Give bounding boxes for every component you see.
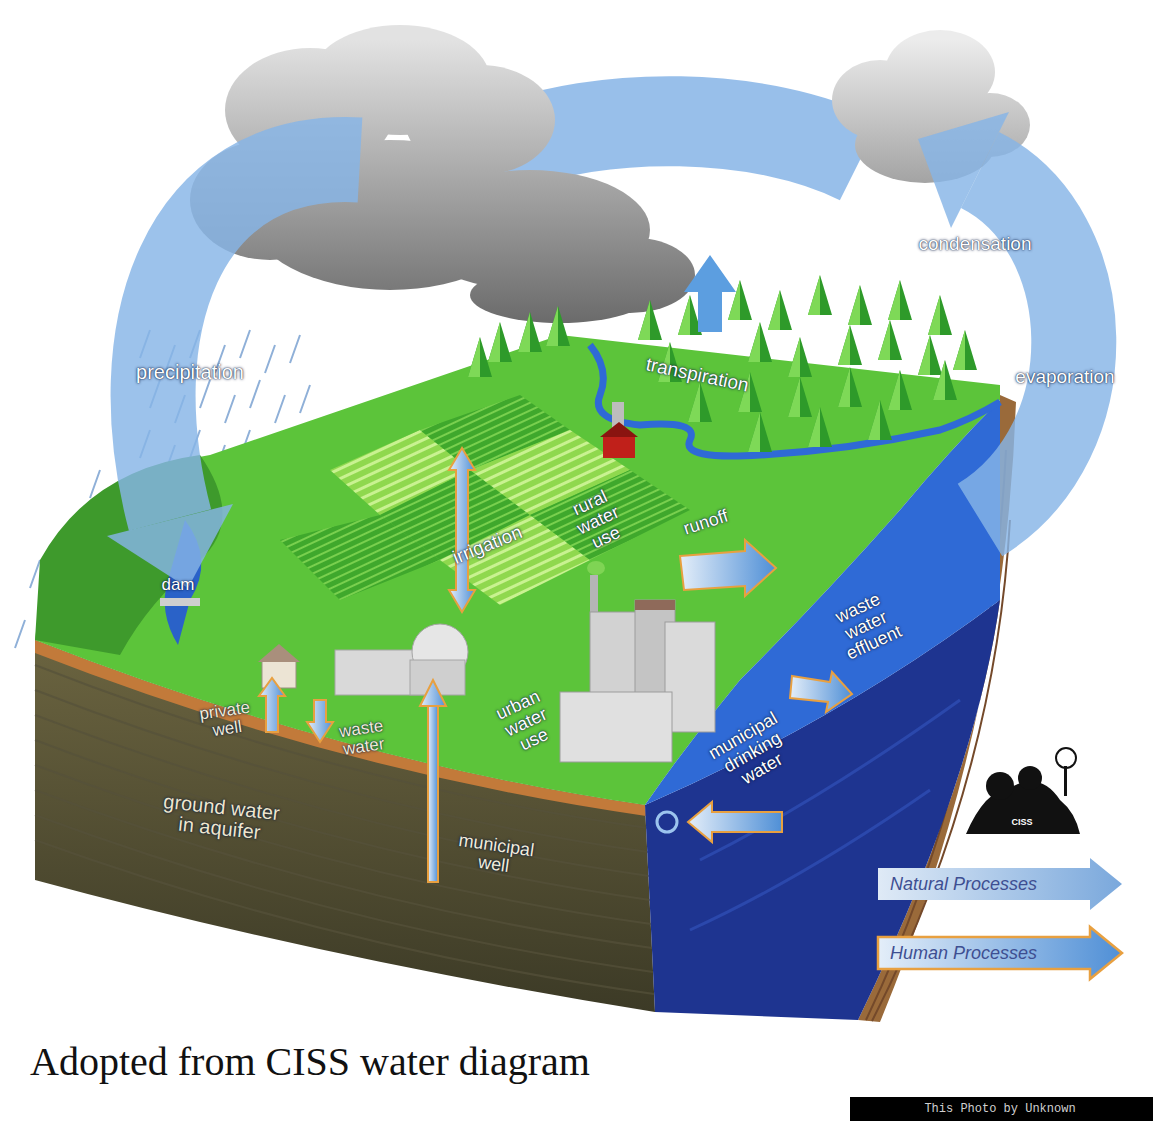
- process-label: waste water: [332, 717, 391, 760]
- process-label: condensation: [918, 234, 1031, 254]
- crop-fields: [280, 395, 690, 605]
- legend-label: Natural Processes: [890, 875, 1037, 894]
- barn: [600, 402, 638, 458]
- natural-process-arrow: [153, 160, 360, 520]
- logo-text: CISS: [1011, 818, 1032, 827]
- caption: Adopted from CISS water diagram: [30, 1041, 590, 1083]
- intake: [657, 812, 677, 832]
- legend-label: Human Processes: [890, 944, 1037, 963]
- legend-arrow: [878, 858, 1122, 910]
- arrowhead: [918, 112, 1009, 228]
- dam: [160, 598, 200, 606]
- process-label: precipitation: [136, 362, 244, 383]
- natural-process-arrow: [980, 170, 1074, 520]
- water-surface: [645, 400, 1000, 805]
- place-label: dam: [161, 576, 194, 594]
- factory: [560, 561, 715, 762]
- treatment-plant: [335, 624, 468, 695]
- process-label: evaporation: [1015, 367, 1114, 387]
- human-process-arrows: [259, 448, 852, 882]
- forest: [468, 275, 977, 452]
- ciss-logo: [966, 748, 1080, 834]
- house: [258, 644, 300, 688]
- legend-arrow: [878, 927, 1122, 979]
- natural-process-arrow: [684, 255, 736, 332]
- watermark: This Photo by Unknown: [924, 1103, 1075, 1116]
- watermark-bar: [850, 1097, 1153, 1121]
